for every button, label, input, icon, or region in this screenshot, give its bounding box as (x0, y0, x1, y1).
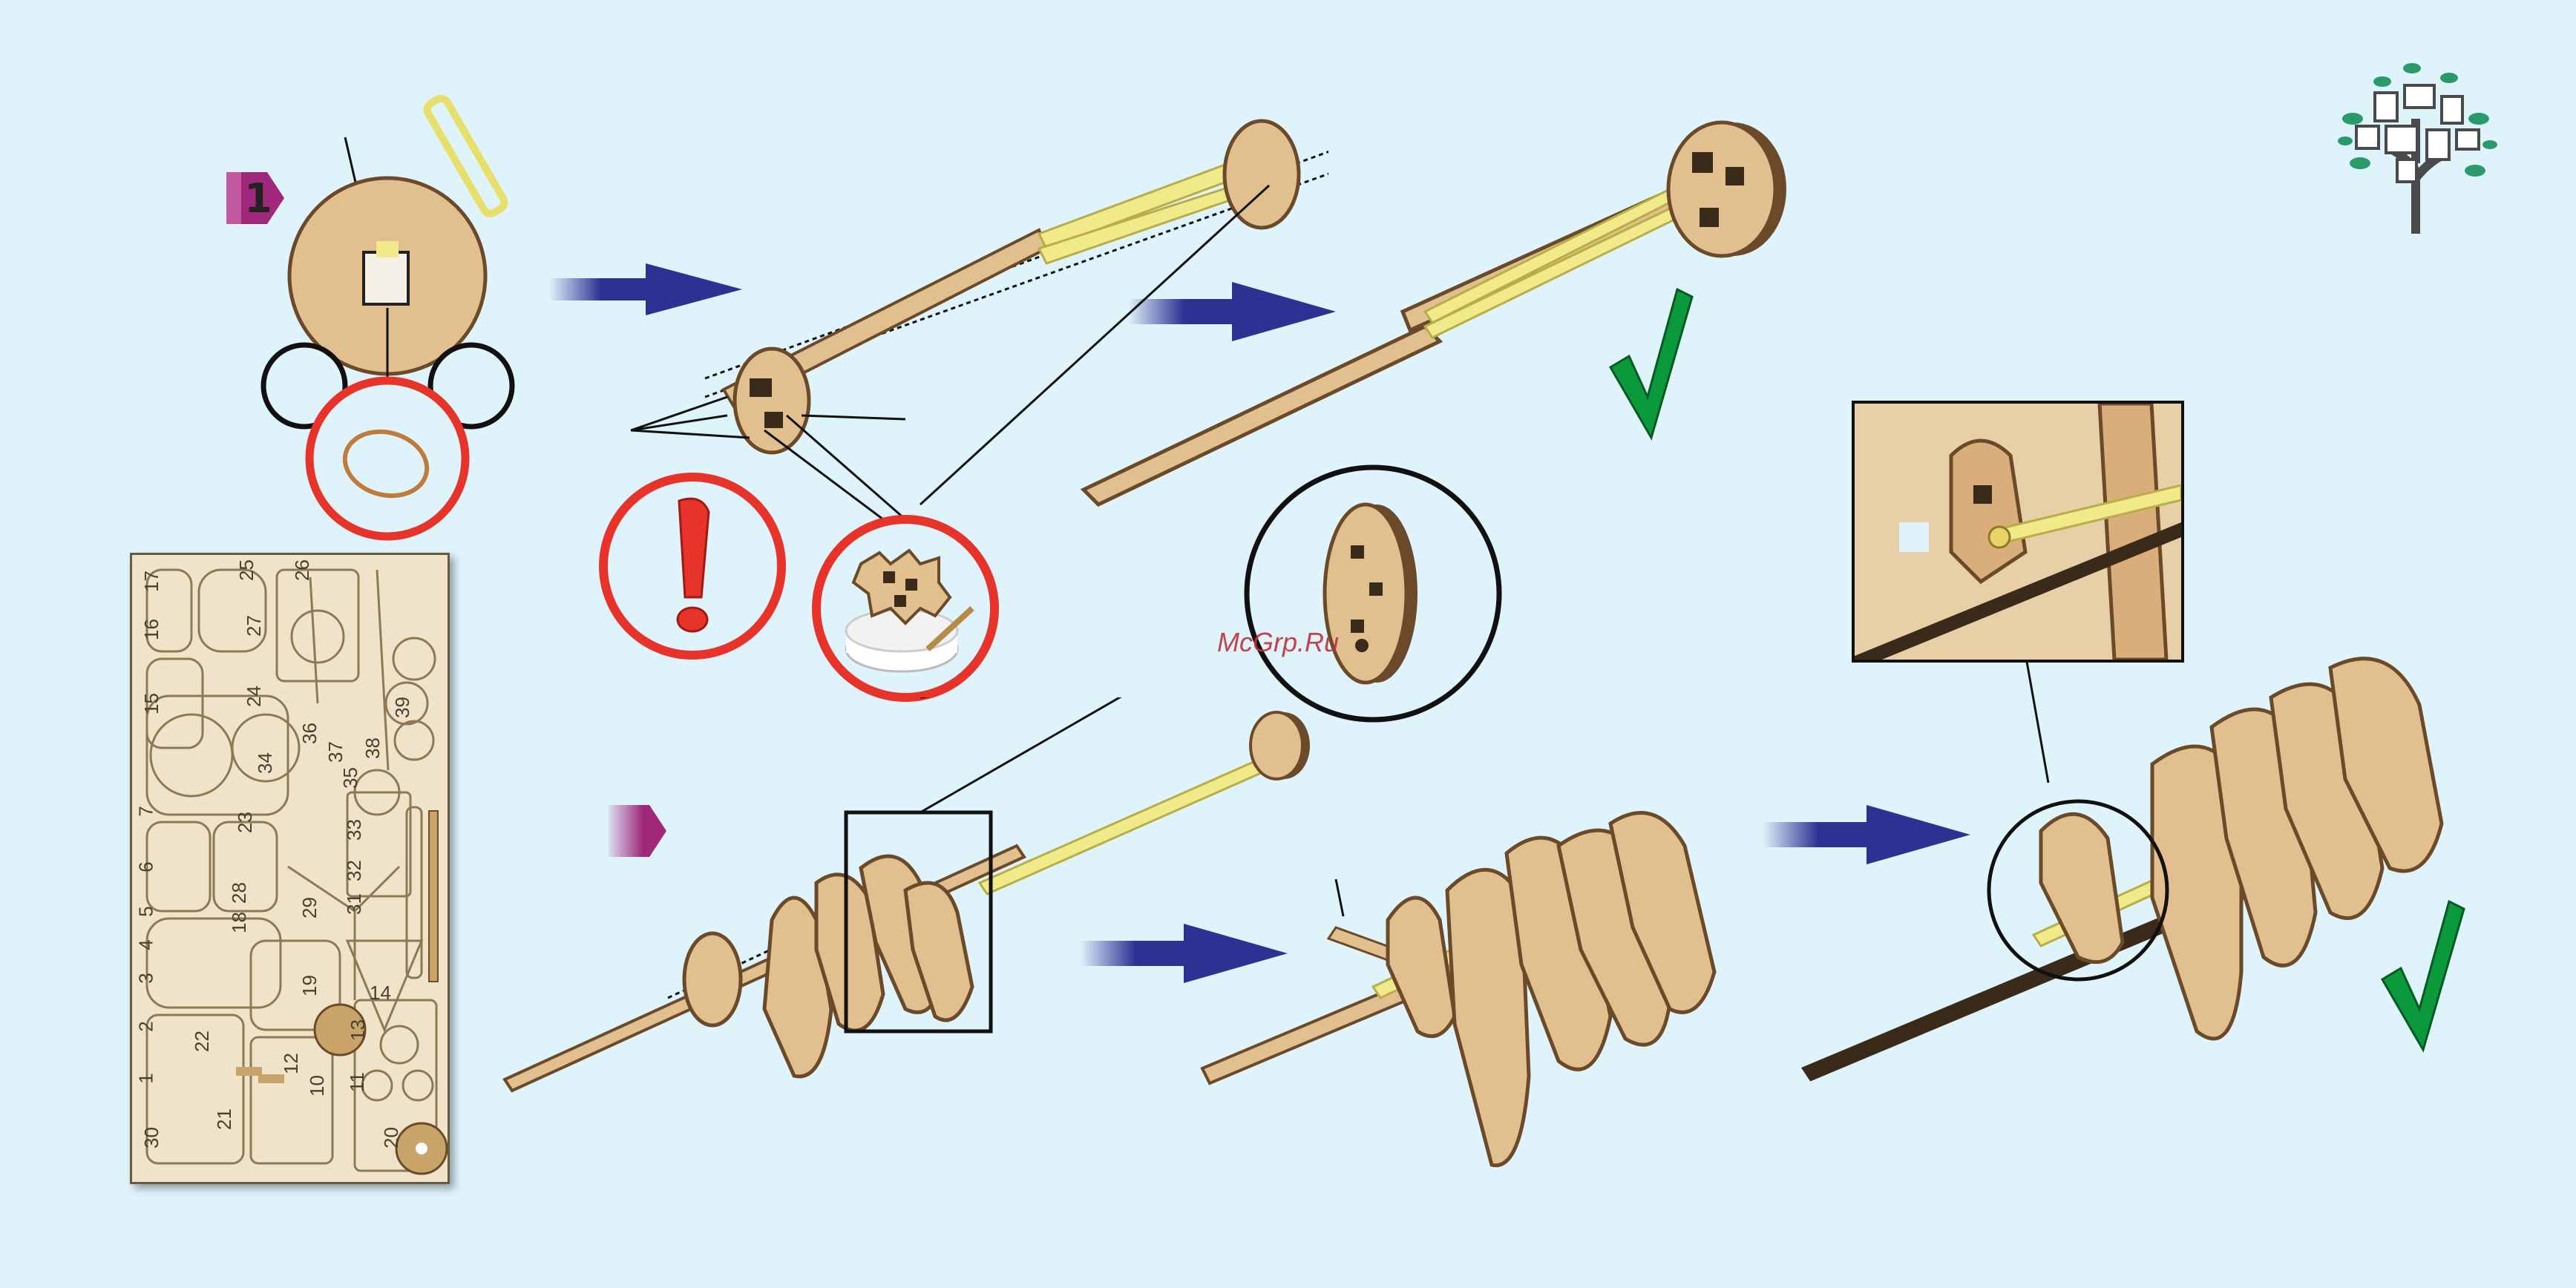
part-number: 12 (280, 1053, 303, 1074)
part-number: 30 (140, 1127, 163, 1149)
part-number: 38 (361, 737, 384, 759)
tree-logo-icon (2330, 52, 2501, 237)
part-number: 5 (135, 906, 158, 916)
part-number: 31 (343, 893, 366, 915)
checkmark-icon (1607, 286, 1696, 441)
step-1-part-diagram (252, 89, 534, 564)
part-number: 36 (298, 723, 321, 744)
part-number: 27 (243, 615, 266, 637)
part-number: 13 (347, 1019, 370, 1041)
step-2-result-diagram (1796, 616, 2494, 1098)
part-number: 17 (140, 571, 163, 592)
part-number: 32 (343, 860, 366, 881)
part-number: 19 (298, 975, 321, 996)
part-number: 21 (213, 1108, 236, 1130)
part-number: 3 (135, 973, 158, 983)
part-number: 29 (298, 897, 321, 919)
part-number: 24 (243, 686, 266, 707)
glue-icon (809, 512, 1002, 705)
part-number: 16 (140, 619, 163, 640)
parts-sheet-outlines (132, 555, 448, 1182)
part-number: 37 (324, 741, 347, 763)
part-number: 22 (191, 1031, 214, 1052)
part-number: 14 (370, 982, 391, 1005)
watermark-text: McGrp.Ru (1217, 627, 1339, 658)
part-number: 28 (228, 882, 251, 904)
detail-zoom-circle (1239, 464, 1514, 731)
part-number: 33 (343, 819, 366, 841)
part-number: 23 (234, 812, 257, 833)
detail-zoom-box (1852, 401, 2184, 663)
part-number: 35 (339, 767, 362, 789)
exclamation-icon (597, 471, 790, 664)
part-number: 18 (228, 912, 251, 933)
part-number: 15 (140, 693, 163, 714)
part-number: 7 (135, 806, 158, 816)
step-2-progress-diagram (1195, 779, 1774, 1195)
detail-zoom-content (1855, 404, 2181, 660)
part-number: 25 (235, 559, 258, 581)
part-number: 4 (135, 939, 158, 950)
step-1-result-diagram (1069, 111, 1811, 512)
part-number: 39 (391, 697, 414, 718)
part-number: 34 (254, 752, 277, 774)
part-number: 2 (135, 1021, 158, 1031)
part-number: 11 (346, 1072, 369, 1092)
part-number: 1 (135, 1073, 158, 1083)
part-number: 26 (291, 559, 314, 581)
part-number: 20 (380, 1127, 403, 1149)
part-number: 6 (135, 861, 158, 872)
part-number: 10 (306, 1075, 329, 1097)
parts-sheet: 17 25 26 16 27 15 36 37 38 39 35 34 24 3… (130, 553, 450, 1184)
